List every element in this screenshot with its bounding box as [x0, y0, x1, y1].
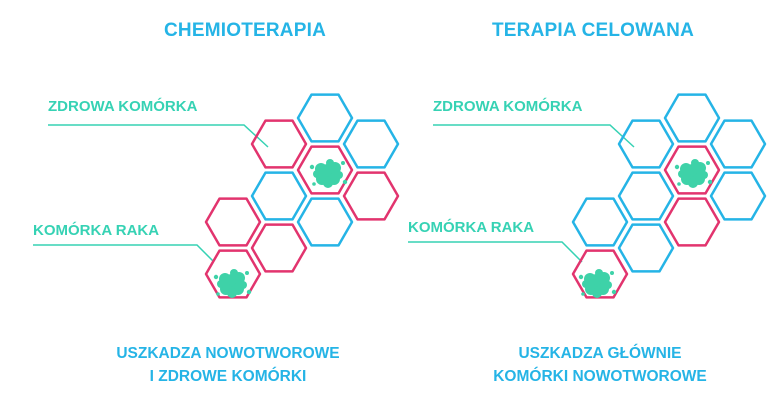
chemotherapy-title: CHEMIOTERAPIA — [164, 20, 326, 41]
cell-hexagon-left-4 — [296, 145, 354, 195]
cell-hexagon-right-1 — [663, 93, 721, 143]
cell-hexagon-right-7 — [663, 197, 721, 247]
cell-hexagon-right-6 — [709, 171, 767, 221]
cell-hexagon-left-7 — [296, 197, 354, 247]
tumor-blob-right-lower — [578, 269, 617, 298]
cell-hexagon-left-5 — [250, 171, 308, 221]
targeted-therapy-caption-line-2: KOMÓRKI NOWOTWOROWE — [493, 368, 707, 385]
targeted-therapy-title: TERAPIA CELOWANA — [492, 20, 694, 41]
chemotherapy-caption: USZKADZA NOWOTWOROWE I ZDROWE KOMÓRKI — [58, 342, 398, 388]
cell-hexagon-left-1 — [296, 93, 354, 143]
cell-hexagon-right-8 — [571, 197, 629, 247]
cell-hexagon-right-10 — [571, 249, 629, 299]
healthy-cell-leader-left — [48, 124, 269, 148]
targeted-therapy-caption: USZKADZA GŁÓWNIE KOMÓRKI NOWOTWOROWE — [430, 342, 768, 388]
cell-hexagon-left-2 — [342, 119, 400, 169]
cancer-cell-leader-left — [33, 244, 215, 263]
cell-hexagon-right-9 — [617, 223, 675, 273]
cell-hexagon-right-3 — [617, 119, 675, 169]
cell-hexagon-left-3 — [250, 119, 308, 169]
healthy-cell-leader-right — [433, 124, 635, 148]
chemotherapy-caption-line-2: I ZDROWE KOMÓRKI — [149, 368, 307, 385]
chemotherapy-caption-line-1: USZKADZA NOWOTWOROWE — [116, 345, 340, 362]
cell-hexagon-right-5 — [617, 171, 675, 221]
tumor-blob-left-lower — [213, 269, 252, 298]
healthy-cell-label-left: ZDROWA KOMÓRKA — [48, 98, 198, 115]
cell-hexagon-left-6 — [342, 171, 400, 221]
cancer-cell-label-left: KOMÓRKA RAKA — [33, 222, 160, 239]
cell-hexagon-right-4 — [663, 145, 721, 195]
healthy-cell-label-right: ZDROWA KOMÓRKA — [433, 98, 583, 115]
targeted-therapy-caption-line-1: USZKADZA GŁÓWNIE — [518, 345, 682, 362]
cell-hexagon-left-9 — [250, 223, 308, 273]
cell-hexagon-left-8 — [204, 197, 262, 247]
cell-hexagon-right-2 — [709, 119, 767, 169]
cancer-cell-leader-right — [408, 241, 583, 263]
cancer-cell-label-right: KOMÓRKA RAKA — [408, 219, 535, 236]
tumor-blob-left-upper — [309, 159, 348, 188]
tumor-blob-right-upper — [674, 159, 713, 188]
cell-hexagon-left-10 — [204, 249, 262, 299]
